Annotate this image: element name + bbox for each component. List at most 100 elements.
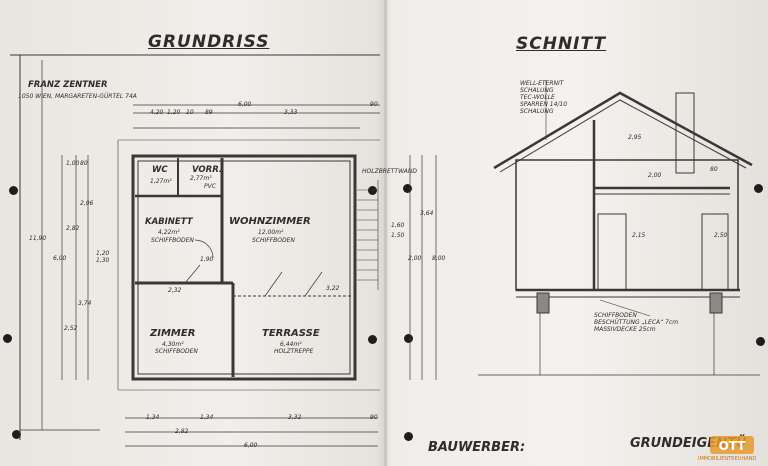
punch-hole: [754, 184, 763, 193]
outer-wall: [131, 154, 357, 381]
punch-hole: [9, 186, 18, 195]
section-dim: 2,15: [632, 232, 646, 239]
dim-label: 2,82: [66, 225, 80, 232]
watermark-text: IMMOBILIENTREUHAND: [698, 456, 757, 462]
room-wc-name: WC: [152, 165, 168, 175]
leader-line: [599, 299, 651, 317]
dim-label: 3,64: [420, 210, 434, 217]
dim-label: 1,34: [200, 414, 214, 421]
roof-note: WELL-ETERNIT: [520, 80, 564, 87]
punch-hole: [368, 186, 377, 195]
dim-label: 1,30: [96, 257, 110, 264]
dim-label: 6,00: [244, 442, 258, 449]
dim-label: 10: [186, 109, 194, 116]
section-dim: 2,50: [714, 232, 728, 239]
dim-label: 4,20: [150, 109, 164, 116]
outer-wall-inner: [137, 160, 351, 375]
dim-label: 89: [205, 109, 213, 116]
dim-label: 90: [370, 414, 378, 421]
roof-note: TEC-WOLLE: [520, 94, 555, 101]
door-swing: [194, 239, 214, 259]
watermark-logo: OTT IMMOBILIENTREUHAND: [696, 434, 768, 466]
section-dim: 2,95: [628, 134, 642, 141]
dim-label: 3,22: [326, 285, 340, 292]
plan-title: GRUNDRISS: [148, 32, 270, 52]
punch-hole: [403, 184, 412, 193]
roof-line-inner: [499, 99, 747, 173]
room-wohnzimmer-name: WOHNZIMMER: [229, 216, 311, 227]
dim-label: 1,34: [146, 414, 160, 421]
dim-label: 1,50: [391, 232, 405, 239]
dim-label: 3,33: [284, 109, 298, 116]
dim-label: 2,06: [80, 200, 94, 207]
room-terrasse-name: TERRASSE: [262, 328, 320, 339]
punch-hole: [404, 334, 413, 343]
dim-label: 11,90: [29, 235, 47, 242]
watermark-logo-graphic: OTT: [710, 436, 754, 454]
door-swing: [304, 271, 323, 297]
door-opening: [597, 213, 627, 291]
floor-note: SCHIFFBODEN: [594, 312, 637, 319]
dim-label: 2,52: [64, 325, 78, 332]
dim-label: 1,90: [200, 256, 214, 263]
holzwand-note: HOLZBRETTWAND: [362, 168, 417, 175]
dim-label: 2,00: [408, 255, 422, 262]
dim-label: 80: [80, 160, 88, 167]
punch-hole: [3, 334, 12, 343]
dim-label: 3,74: [78, 300, 92, 307]
room-wohnzimmer-area: 12,00m²: [258, 229, 284, 236]
room-kabinett-area: 4,22m²: [158, 229, 180, 236]
dim-label: 2,82: [175, 428, 189, 435]
dim-label: 1,60: [391, 222, 405, 229]
foundation: [536, 292, 550, 314]
roof-note: SCHALUNG: [520, 87, 554, 94]
foundation: [709, 292, 723, 314]
room-terrasse-floor: HOLZTREPPE: [274, 348, 314, 355]
door-opening: [701, 213, 729, 291]
punch-hole: [404, 432, 413, 441]
punch-hole: [756, 337, 765, 346]
room-wohnzimmer-floor: SCHIFFBODEN: [252, 237, 295, 244]
dim-label: 90: [370, 101, 378, 108]
punch-hole: [368, 335, 377, 344]
owner-address: 1050 WIEN, MARGARETEN-GÜRTEL 74A: [18, 93, 137, 100]
dim-label: 3,32: [288, 414, 302, 421]
room-kabinett-name: KABINETT: [145, 217, 193, 227]
section-dim: 2,00: [648, 172, 662, 179]
dim-label: 1,20: [96, 250, 110, 257]
room-zimmer-floor: SCHIFFBODEN: [155, 348, 198, 355]
section-title: SCHNITT: [516, 34, 607, 54]
room-vorr-area: 2,77m²: [190, 175, 212, 182]
floor-note: BESCHÜTTUNG „LECA“ 7cm: [594, 319, 679, 326]
room-wc-area: 1,27m²: [150, 178, 172, 185]
dim-label: 1,20: [167, 109, 181, 116]
floor-note: MASSIVDECKE 25cm: [594, 326, 656, 333]
room-kabinett-floor: SCHIFFBODEN: [151, 237, 194, 244]
roof-note: SCHALUNG: [520, 108, 554, 115]
door-swing: [184, 264, 201, 284]
room-zimmer-area: 4,30m²: [162, 341, 184, 348]
room-vorr-floor: PVC: [204, 183, 216, 190]
paper-fold: [384, 0, 387, 466]
section-dim: 80: [710, 166, 718, 173]
owner-name: FRANZ ZENTNER: [28, 80, 108, 90]
room-zimmer-name: ZIMMER: [150, 328, 196, 339]
punch-hole: [12, 430, 21, 439]
dim-label: 1,00: [66, 160, 80, 167]
svg-text:OTT: OTT: [719, 439, 747, 453]
dim-label: 8,00: [432, 255, 446, 262]
roof-note: SPARREN 14/10: [520, 101, 568, 108]
dim-label: 2,32: [168, 287, 182, 294]
roof-line: [493, 91, 753, 170]
bauwerber-label: BAUWERBER:: [428, 440, 526, 455]
room-vorr-name: VORR.: [192, 165, 223, 175]
door-swing: [264, 271, 283, 297]
section-outline: [515, 159, 739, 291]
room-terrasse-area: 6,44m²: [280, 341, 302, 348]
chimney: [675, 92, 695, 174]
stair-lines: [357, 180, 379, 290]
dim-label: 6,00: [238, 101, 252, 108]
dim-label: 6,00: [53, 255, 67, 262]
